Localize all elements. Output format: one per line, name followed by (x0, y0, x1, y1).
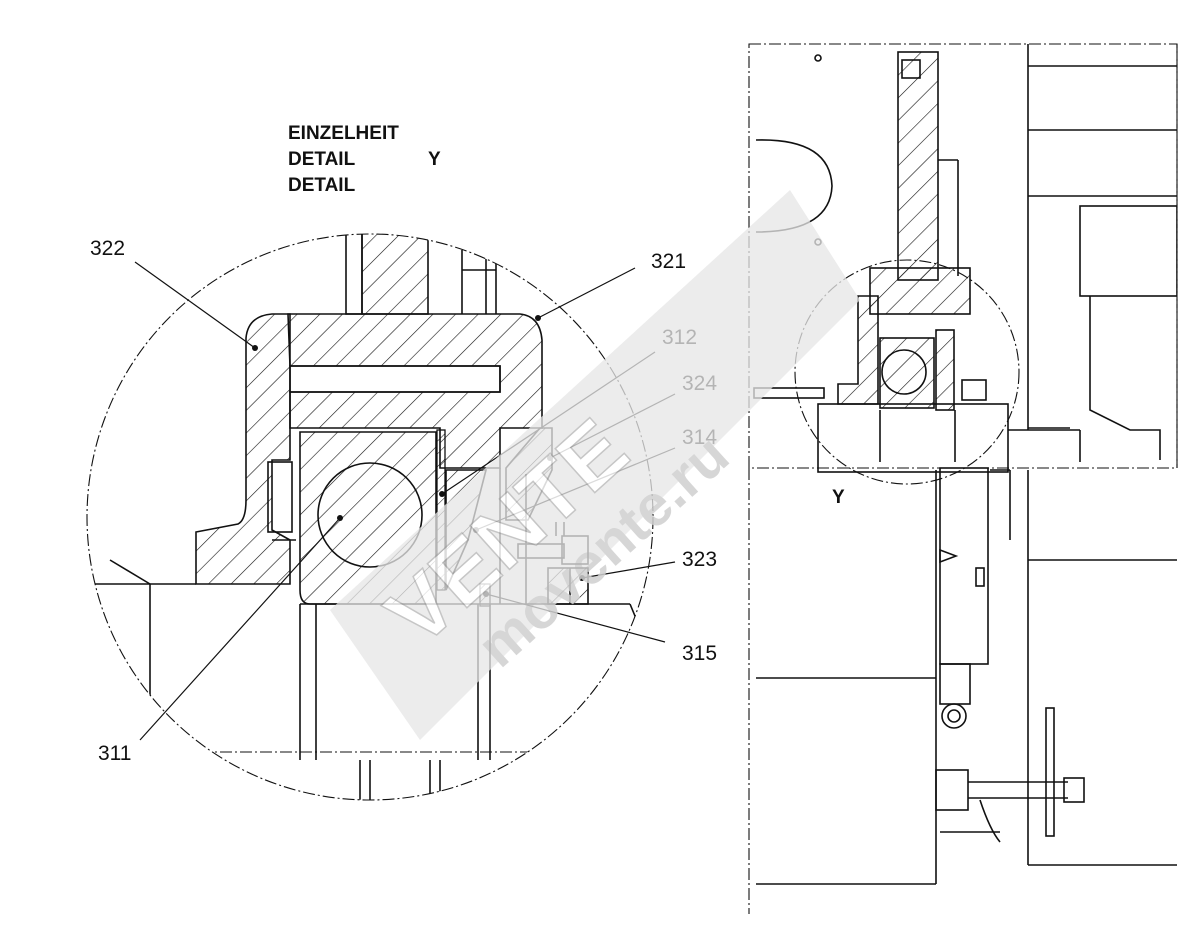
overview-view: Y (748, 43, 1178, 914)
overview-detail-circle (794, 259, 1020, 485)
callout-323: 323 (682, 548, 717, 571)
detail-title-line1: EINZELHEIT (288, 123, 399, 144)
top-shaft-face (345, 234, 363, 315)
housing-slot (289, 365, 501, 393)
overview-plate (897, 51, 939, 281)
overview-detail-label: Y (832, 487, 845, 508)
overview-geometry (753, 44, 1177, 885)
callout-315: 315 (682, 642, 717, 665)
bearing-ball (317, 462, 423, 568)
cover-insert (267, 461, 293, 533)
cover-part-322 (195, 313, 291, 585)
detail-title-letter: Y (428, 149, 441, 170)
top-shaft-block (361, 234, 429, 315)
watermark-band (330, 190, 860, 740)
detail-title-line3: DETAIL (288, 175, 356, 196)
overview-housing (869, 267, 971, 315)
detail-title-line2: DETAIL (288, 149, 356, 170)
callout-311: 311 (98, 742, 131, 765)
callout-322: 322 (90, 237, 125, 260)
callout-321: 321 (651, 250, 686, 273)
